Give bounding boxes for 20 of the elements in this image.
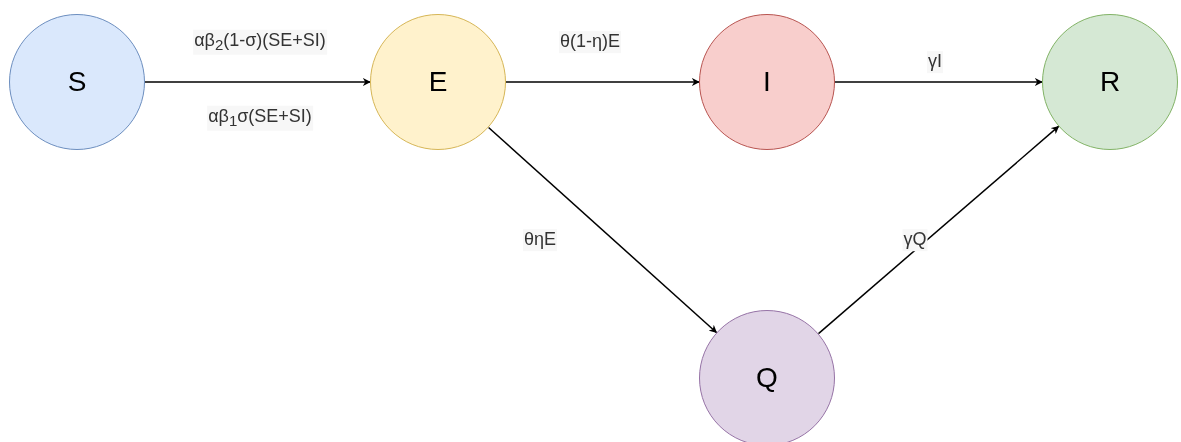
rate-label: γQ xyxy=(902,229,928,251)
rate-label: θηE xyxy=(523,229,557,251)
arrow xyxy=(834,78,1043,86)
state-label: E xyxy=(428,66,448,98)
state-label: R xyxy=(1099,66,1121,98)
rate-label: θ(1-η)E xyxy=(559,31,621,53)
state-label: I xyxy=(763,66,771,98)
state-circle xyxy=(1042,14,1178,150)
arrow xyxy=(817,125,1060,335)
state-circle xyxy=(699,14,835,150)
state-circle xyxy=(9,14,145,150)
arrow xyxy=(487,126,718,334)
state-circle xyxy=(370,14,506,150)
rate-label: αβ$_{1}$σ(SE+SI) xyxy=(207,105,313,131)
rate-label: αβ$_{2}$(1-σ)(SE+SI) xyxy=(193,29,327,55)
arrow xyxy=(505,78,700,86)
state-label: S xyxy=(67,66,87,98)
arrow xyxy=(144,78,371,86)
state-label: Q xyxy=(756,362,778,394)
rate-label: γI xyxy=(927,51,943,73)
